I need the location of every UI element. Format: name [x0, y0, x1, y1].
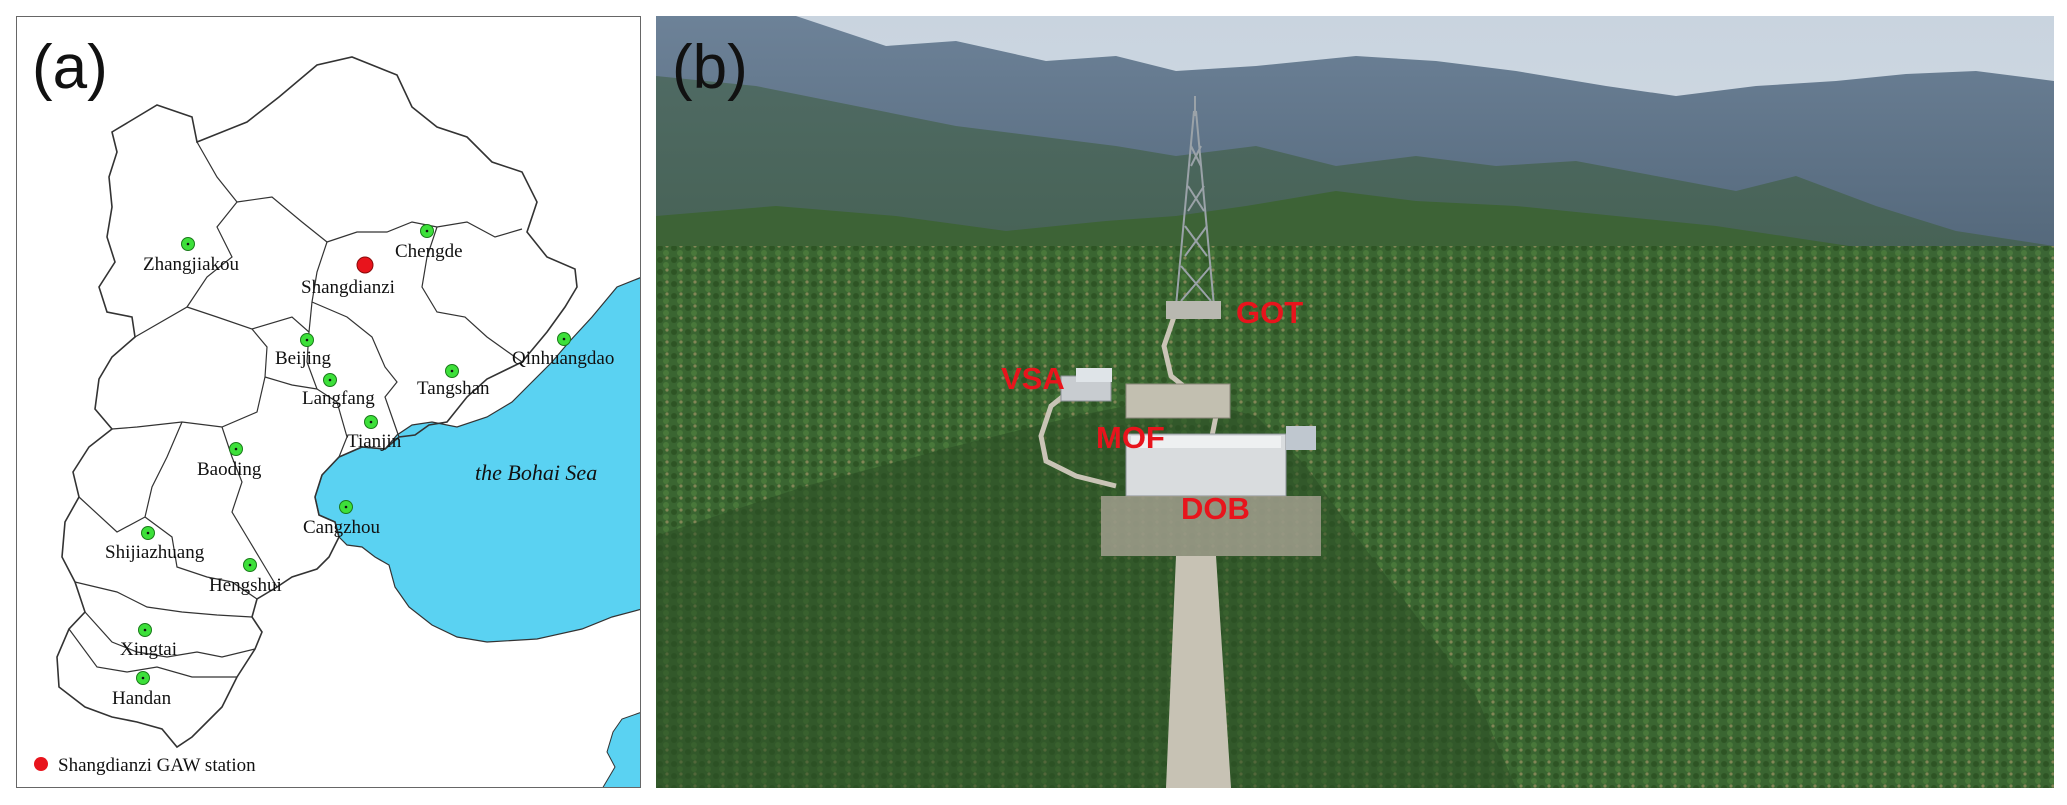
vsa-roof [1076, 368, 1112, 382]
district-borders [68, 141, 523, 678]
city-label-hengshui: Hengshui [209, 575, 282, 596]
city-label-beijing: Beijing [275, 348, 331, 369]
city-label-xingtai: Xingtai [120, 639, 177, 660]
site-label-vsa: VSA [1001, 361, 1065, 396]
city-marker-dots [141, 229, 566, 680]
site-label-dob: DOB [1181, 491, 1250, 526]
side-road [1038, 384, 1117, 489]
city-label-qinhuangdao: Qinhuangdao [512, 348, 614, 369]
aerial-photo: GOT VSA MOF DOB [656, 16, 2054, 788]
mof-platform [1125, 383, 1231, 419]
legend-marker [34, 757, 48, 771]
city-label-cangzhou: Cangzhou [303, 517, 381, 538]
dob-roof [1131, 436, 1281, 448]
station-marker [356, 256, 374, 274]
province-outline [56, 56, 578, 749]
city-label-shangdianzi: Shangdianzi [301, 277, 395, 298]
city-label-tangshan: Tangshan [417, 378, 490, 399]
compound-yard [1101, 496, 1321, 556]
city-label-handan: Handan [112, 688, 172, 709]
city-label-langfang: Langfang [302, 388, 375, 409]
city-label-chengde: Chengde [395, 241, 463, 262]
tower [1175, 96, 1215, 307]
legend-label: Shangdianzi GAW station [58, 755, 256, 776]
foreground-ridge [656, 396, 1516, 788]
photo-panel: GOT VSA MOF DOB [656, 16, 2054, 788]
city-label-tianjin: Tianjin [347, 431, 402, 452]
city-label-zhangjiakou: Zhangjiakou [143, 254, 240, 275]
panel-b-label: (b) [672, 33, 748, 102]
sea-corner [602, 712, 640, 787]
city-label-baoding: Baoding [197, 459, 262, 480]
panel-a-label: (a) [32, 33, 108, 102]
sea-label: the Bohai Sea [475, 460, 597, 485]
tower-base [1166, 301, 1221, 319]
site-label-mof: MOF [1096, 420, 1165, 455]
site-label-got: GOT [1236, 295, 1303, 330]
city-label-shijiazhuang: Shijiazhuang [105, 542, 205, 563]
hebei-map: Zhangjiakou Chengde Shangdianzi Beijing … [34, 56, 640, 787]
dob-annex [1286, 426, 1316, 450]
entrance-road [1166, 556, 1231, 788]
map-panel: Zhangjiakou Chengde Shangdianzi Beijing … [16, 16, 641, 788]
